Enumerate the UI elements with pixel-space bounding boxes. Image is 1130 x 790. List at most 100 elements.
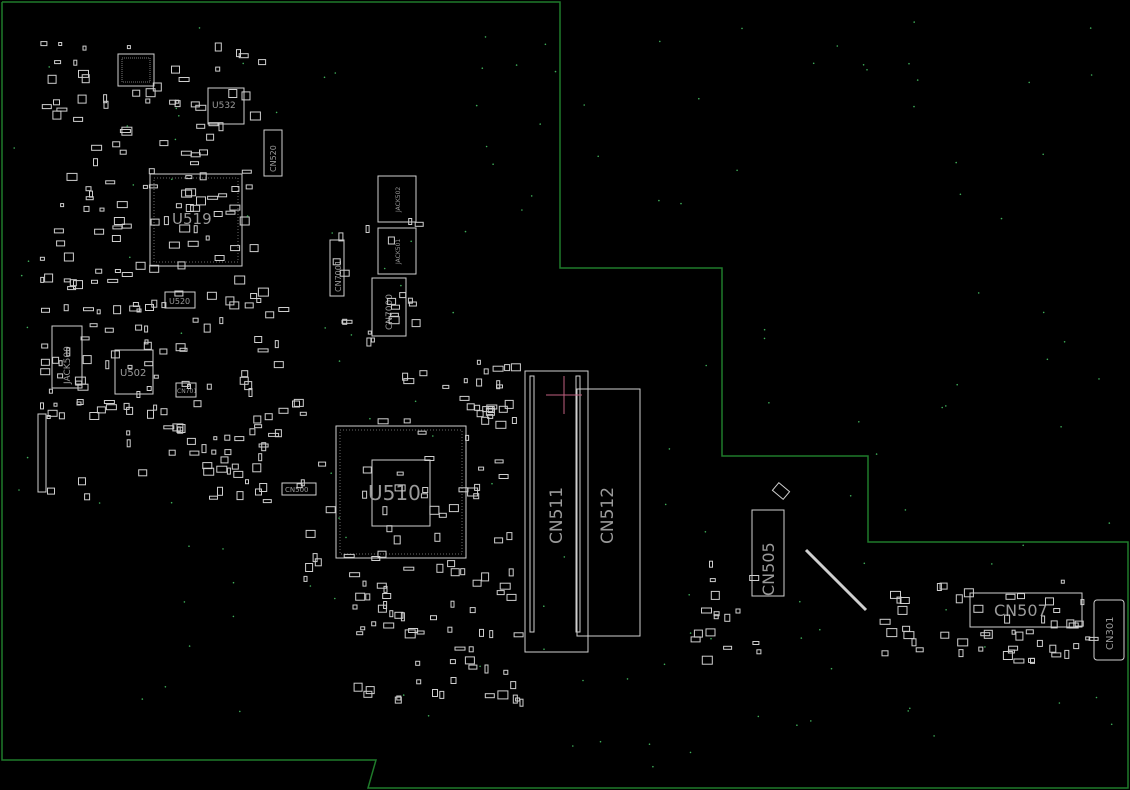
component-cn7000[interactable]: CN7000 <box>371 277 407 337</box>
smd-part <box>367 330 372 335</box>
smd-part <box>110 350 120 359</box>
smd-part <box>82 355 92 365</box>
ground-dot <box>836 45 839 47</box>
ground-dot <box>1042 153 1044 156</box>
smd-part <box>214 255 225 261</box>
smd-part <box>377 418 389 425</box>
smd-part <box>1004 614 1011 624</box>
component-cn520[interactable]: CN520 <box>263 129 283 177</box>
smd-part <box>250 293 258 299</box>
component-u520[interactable]: U520 <box>164 291 196 309</box>
cn7000-label: CN7000 <box>385 294 395 330</box>
ground-dot <box>698 97 700 100</box>
ground-dot <box>475 104 478 107</box>
u532-label: U532 <box>212 101 236 111</box>
smd-part <box>511 417 517 424</box>
smd-part <box>178 77 190 82</box>
smd-part <box>234 275 246 285</box>
ground-dot <box>543 648 545 650</box>
smd-part <box>419 370 428 377</box>
component-cn500[interactable]: CN500 <box>281 482 317 496</box>
ground-dot <box>432 435 434 437</box>
smd-part <box>890 590 901 599</box>
smd-part <box>496 590 505 596</box>
component-jack502[interactable]: JACK502 <box>377 175 417 223</box>
cn301-label: CN301 <box>1105 616 1116 650</box>
smd-part <box>150 218 160 226</box>
ground-dot <box>492 163 494 165</box>
smd-part <box>391 304 400 310</box>
smd-part <box>203 467 215 476</box>
smd-part <box>168 449 176 456</box>
smd-part <box>366 337 372 347</box>
smd-part <box>41 104 52 110</box>
ground-dot <box>515 64 518 66</box>
component-u510[interactable]: U510 <box>335 425 467 559</box>
smd-part <box>377 604 387 613</box>
smd-part <box>483 368 489 375</box>
smd-part <box>96 309 101 315</box>
smd-part <box>504 364 511 372</box>
component-u519[interactable]: U519 <box>149 173 243 267</box>
smd-part <box>983 629 993 639</box>
diagonal-trace <box>804 548 868 612</box>
smd-part <box>958 649 964 658</box>
component-cn7001[interactable]: CN7001 <box>329 239 345 297</box>
smd-part <box>58 412 65 420</box>
smd-part <box>705 628 716 637</box>
smd-part <box>370 337 375 343</box>
ground-dot <box>945 405 947 407</box>
ground-dot <box>913 21 915 23</box>
ground-dot <box>955 161 957 164</box>
smd-part <box>936 583 942 591</box>
smd-part <box>1080 599 1085 606</box>
smd-part <box>66 172 78 181</box>
smd-part <box>82 45 87 51</box>
component-jack500[interactable]: JACK500 <box>51 325 83 389</box>
ground-dot <box>933 735 935 737</box>
component-u532[interactable]: U532 <box>207 87 245 125</box>
component-jack501[interactable]: JACK501 <box>377 227 417 275</box>
smd-part <box>701 655 713 665</box>
ground-dot <box>539 123 541 125</box>
smd-part <box>95 268 103 274</box>
smd-part <box>420 493 428 499</box>
smd-part <box>40 41 48 47</box>
smd-part <box>47 487 55 495</box>
component-cn512[interactable]: CN512 <box>576 388 641 637</box>
smd-part <box>114 269 121 273</box>
smd-part <box>135 324 143 331</box>
smd-part <box>1073 643 1080 650</box>
smd-part <box>105 360 110 370</box>
smd-part <box>63 252 74 262</box>
smd-part <box>146 386 152 391</box>
component-u502[interactable]: U502 <box>114 349 154 395</box>
smd-part <box>163 425 175 430</box>
smd-part <box>394 611 404 619</box>
smd-part <box>268 432 280 437</box>
smd-part <box>513 632 524 638</box>
ground-dot <box>491 482 493 485</box>
smd-part <box>362 580 367 587</box>
smd-part <box>422 487 429 493</box>
ground-dot <box>402 694 405 696</box>
smd-part <box>693 629 703 638</box>
smd-part <box>211 449 217 455</box>
ground-dot <box>1058 702 1061 704</box>
component-cn507[interactable]: CN507 <box>969 592 1083 628</box>
component-cn511[interactable]: CN511 <box>524 370 589 653</box>
component-cn701[interactable]: CN701 <box>175 382 197 398</box>
smd-part <box>103 400 115 404</box>
ground-dot <box>20 274 23 277</box>
ground-dot <box>350 334 353 336</box>
smd-part <box>249 111 261 121</box>
component-cn505[interactable]: CN505 <box>751 509 785 597</box>
component-cn301[interactable]: CN301 <box>1093 599 1125 661</box>
smd-part <box>143 341 152 350</box>
ground-dot <box>866 69 868 71</box>
smd-part <box>447 626 453 633</box>
smd-part <box>160 408 168 416</box>
smd-part <box>430 615 437 621</box>
smd-part <box>371 621 377 627</box>
jack502-label: JACK502 <box>395 187 402 213</box>
